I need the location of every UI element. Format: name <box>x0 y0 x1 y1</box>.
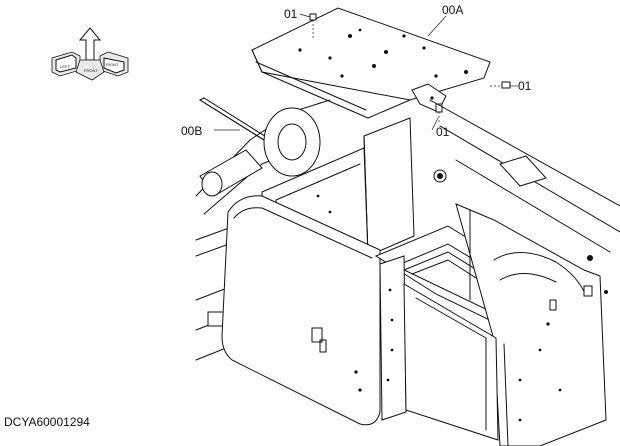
callout-bolt-right: 01 <box>518 79 532 93</box>
badge-left-label: LEFT <box>60 64 70 69</box>
front-cover-panel <box>221 195 381 426</box>
document-id: DCYA60001294 <box>4 415 90 429</box>
bolt-right <box>490 81 511 89</box>
right-compartment <box>374 203 608 446</box>
badge-right-label: RIGHT <box>106 62 119 67</box>
orientation-badge: LEFT FRONT RIGHT <box>51 27 129 81</box>
bolt-lower <box>435 103 443 124</box>
callout-bolt-top: 01 <box>284 7 298 21</box>
badge-front-label: FRONT <box>84 68 98 73</box>
callout-cover-plate: 00A <box>442 3 463 17</box>
cover-plate-00A <box>251 7 491 119</box>
callout-bolt-lower: 01 <box>436 125 450 139</box>
callout-seal-strip: 00B <box>181 124 202 138</box>
leader-lines <box>214 13 518 131</box>
